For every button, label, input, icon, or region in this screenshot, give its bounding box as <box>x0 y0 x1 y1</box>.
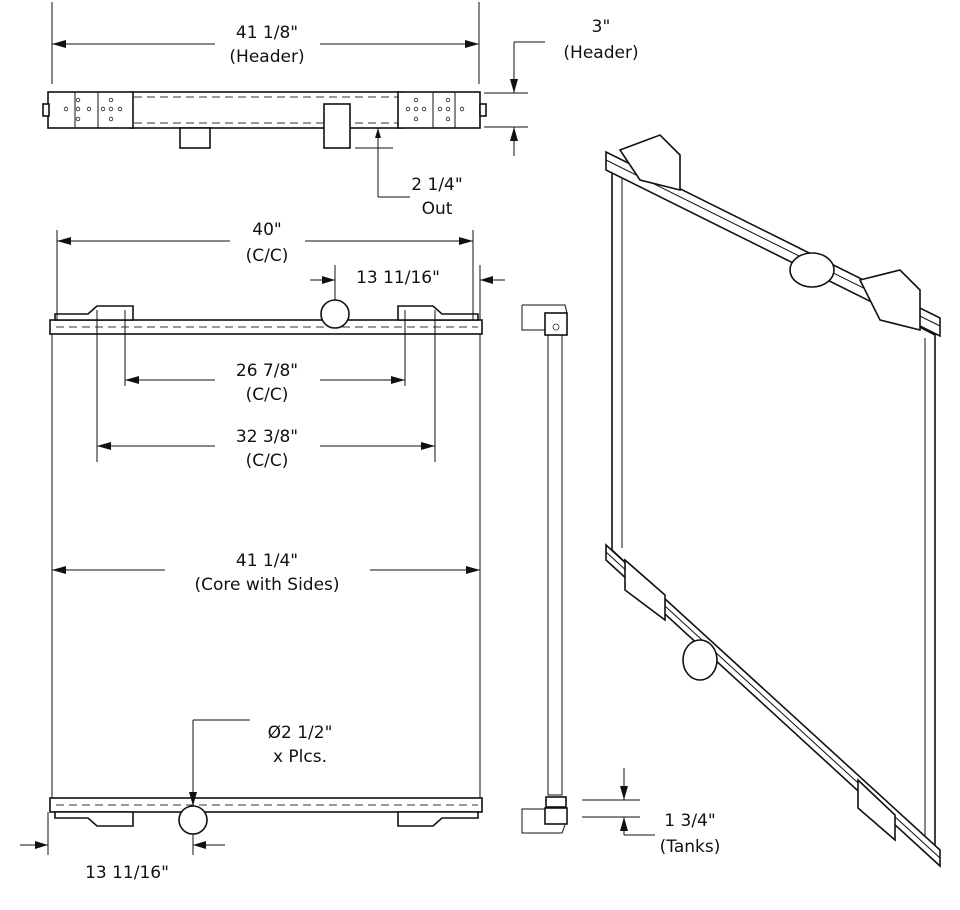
bracket-cc-outer-value: 32 3/8" <box>236 427 298 447</box>
mount-cc-outer-note: (C/C) <box>246 246 289 266</box>
top-view: 41 1/8" (Header) 3" (Header) 2 1/4" Out <box>42 2 639 219</box>
mount-cc-outer-value: 40" <box>252 220 281 240</box>
isometric-view <box>605 134 941 868</box>
bracket-cc-outer-note: (C/C) <box>246 451 289 471</box>
tank-depth-value: 1 3/4" <box>664 811 715 831</box>
outlet-pipe <box>323 103 351 149</box>
inlet-port <box>320 299 350 329</box>
core-width-note: (Core with Sides) <box>194 575 339 595</box>
outlet-offset-value: 13 11/16" <box>85 863 169 883</box>
outlet-port <box>178 805 208 835</box>
outlet-note: Out <box>422 199 453 219</box>
pipe-dia-note: x Plcs. <box>273 747 327 767</box>
inlet-pipe <box>179 127 211 149</box>
tank-depth-note: (Tanks) <box>660 837 721 857</box>
header-height-value: 3" <box>592 17 611 37</box>
header-length-note: (Header) <box>229 47 304 67</box>
bracket-cc-inner-value: 26 7/8" <box>236 361 298 381</box>
outlet-value: 2 1/4" <box>411 175 462 195</box>
side-view: 1 3/4" (Tanks) <box>521 304 721 857</box>
header-height-note: (Header) <box>563 43 638 63</box>
front-view: 40" (C/C) 13 11/16" 26 7/8" (C/C) 32 3/8… <box>20 220 505 883</box>
pipe-dia-value: Ø2 1/2" <box>268 723 333 743</box>
bracket-cc-inner-note: (C/C) <box>246 385 289 405</box>
header-length-value: 41 1/8" <box>236 23 298 43</box>
core-width-value: 41 1/4" <box>236 551 298 571</box>
inlet-offset-value: 13 11/16" <box>356 268 440 288</box>
